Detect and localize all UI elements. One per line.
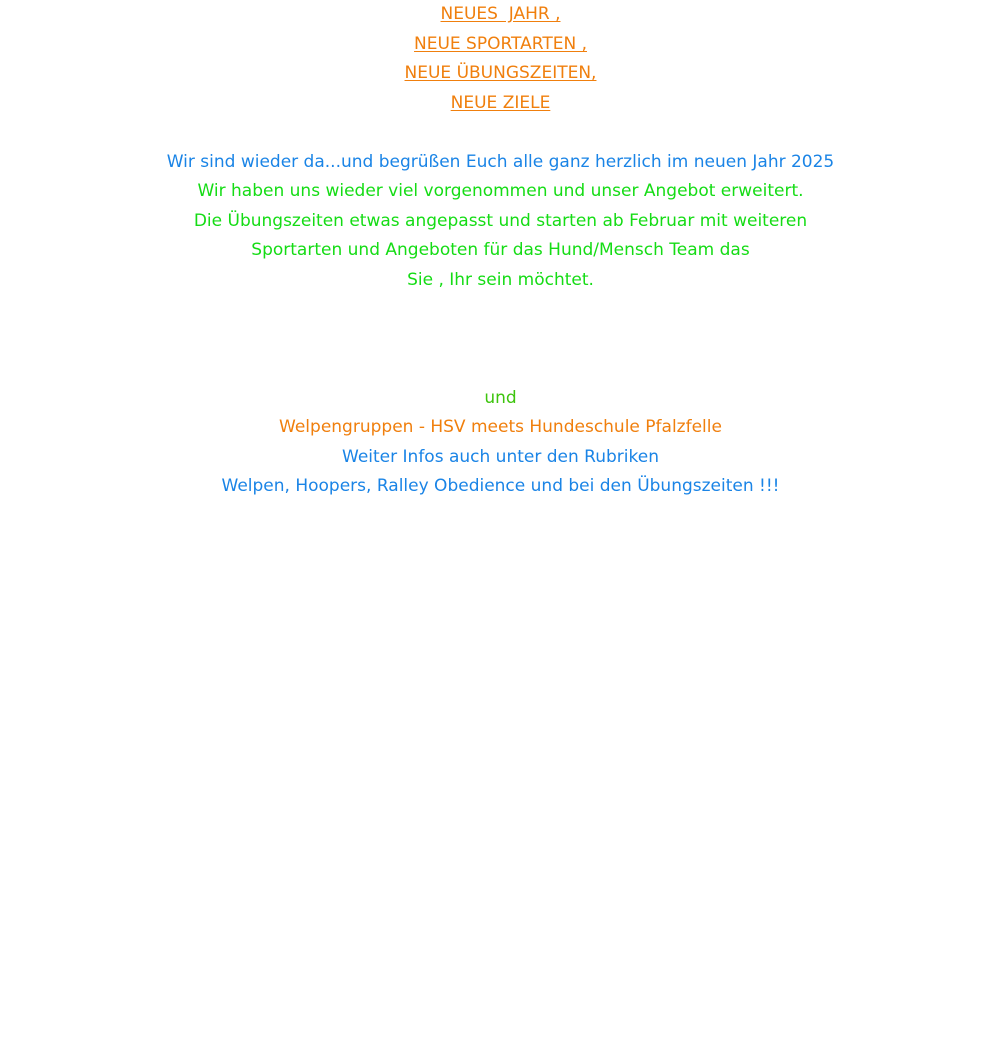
intro-line-welcome: Wir sind wieder da...und begrüßen Euch a…	[166, 151, 835, 172]
heading-line-neue-sportarten: NEUE SPORTARTEN ,	[414, 33, 587, 54]
intro-line-sports: Sportarten und Angeboten für das Hund/Me…	[251, 240, 750, 260]
closing-line-puppy-groups: Welpengruppen - HSV meets Hundeschule Pf…	[279, 417, 722, 437]
intro-line-team: Sie , Ihr sein möchtet.	[407, 269, 594, 290]
intro-line-schedule: Die Übungszeiten etwas angepasst und sta…	[193, 210, 808, 231]
spacer	[0, 118, 1001, 148]
closing-line-und: und	[484, 387, 517, 408]
heading-line-neues-jahr: NEUES JAHR ,	[440, 4, 561, 24]
spacer	[0, 295, 1001, 384]
closing-line-more-info: Weiter Infos auch unter den Rubriken	[342, 446, 659, 467]
closing-line-rubrics: Welpen, Hoopers, Ralley Obedience und be…	[221, 476, 780, 496]
announcement-block: NEUES JAHR , NEUE SPORTARTEN , NEUE ÜBUN…	[0, 0, 1001, 502]
intro-line-offer: Wir haben uns wieder viel vorgenommen un…	[197, 181, 804, 201]
heading-line-neue-uebungszeiten: NEUE ÜBUNGSZEITEN,	[404, 63, 597, 83]
heading-line-neue-ziele: NEUE ZIELE	[450, 92, 551, 113]
